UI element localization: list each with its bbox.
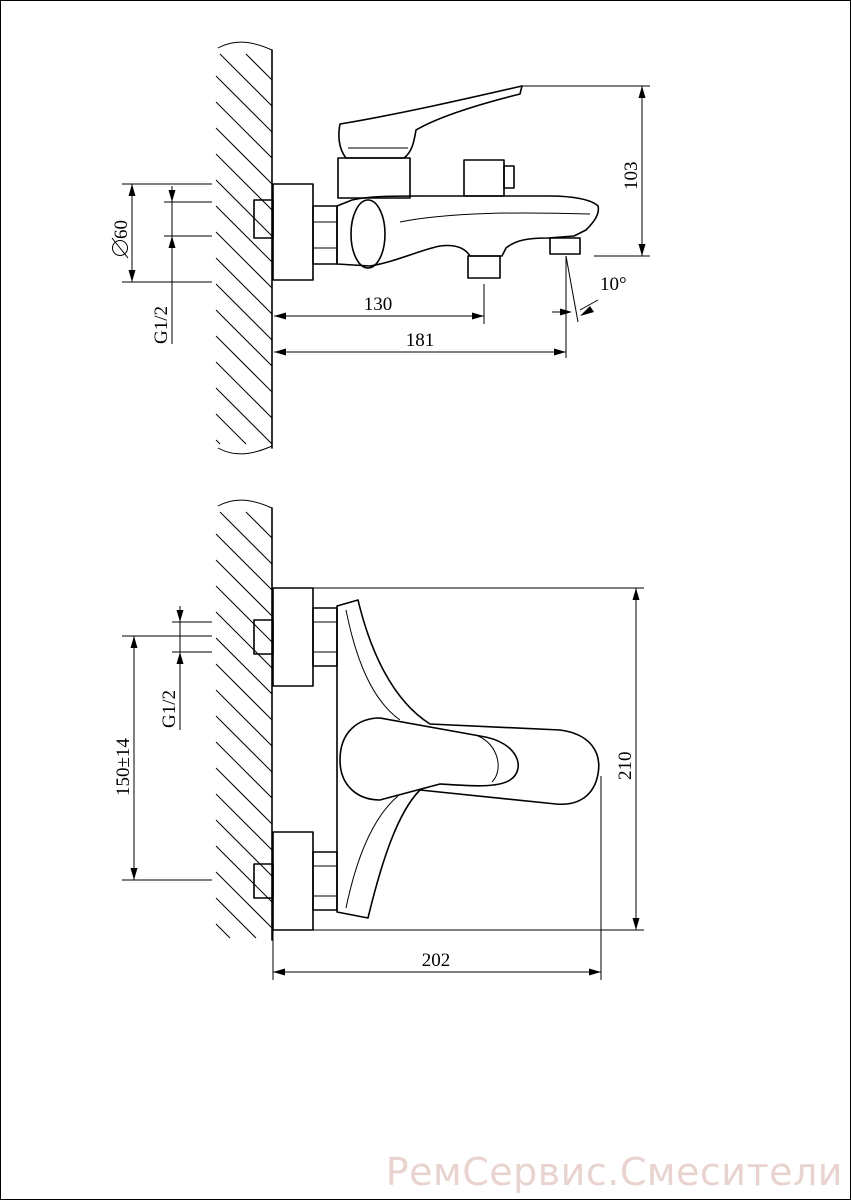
dim-diameter-label: 60 — [111, 220, 132, 239]
side-view-pipe-stub — [253, 199, 274, 239]
dim-length-long: 181 — [274, 256, 567, 358]
hatch-line — [219, 511, 273, 565]
hatch-line — [215, 361, 273, 419]
side-view-shower-outlet — [467, 255, 501, 279]
hatch-line — [219, 53, 273, 107]
hatch-line — [215, 845, 273, 903]
hatch-line — [215, 127, 273, 185]
hatch-line — [215, 611, 273, 669]
side-view-swoop — [399, 212, 591, 223]
dim-thread-side-label: G1/2 — [151, 306, 172, 344]
dim-width: 202 — [272, 776, 602, 980]
side-view-spout-aerator — [549, 237, 581, 255]
hatch-line — [215, 309, 273, 367]
dim-thread-front: G1/2 — [159, 606, 212, 730]
hatch-line — [215, 387, 273, 445]
side-view-handle — [338, 85, 523, 159]
hatch-line — [215, 257, 273, 315]
side-view-wall-flange — [272, 183, 314, 281]
hatch-line — [215, 101, 273, 159]
dim-thread-front-label: G1/2 — [159, 690, 180, 728]
hatch-line — [245, 511, 273, 539]
dim-height-side: 103 — [522, 85, 650, 257]
hatch-line — [215, 153, 273, 211]
hatch-line — [215, 767, 273, 825]
dim-width-label: 202 — [422, 950, 451, 971]
side-view-wall — [215, 41, 273, 455]
hatch-line — [215, 585, 273, 643]
diameter-icon — [111, 237, 129, 259]
dim-thread-side: G1/2 — [151, 186, 212, 344]
hatch-line — [215, 231, 273, 289]
front-view-lower-connector — [253, 831, 338, 931]
hatch-line — [215, 439, 221, 445]
hatch-line — [215, 559, 273, 617]
dim-spacing: 150±14 — [113, 635, 212, 881]
hatch-line — [215, 637, 273, 695]
hatch-line — [215, 75, 273, 133]
front-view-handle-cap — [339, 717, 519, 801]
hatch-line — [215, 741, 273, 799]
hatch-line — [215, 715, 273, 773]
side-view: 60 G1/2 130 18 — [111, 41, 650, 455]
front-view: G1/2 150±14 210 202 — [113, 499, 644, 980]
hatch-line — [215, 923, 231, 939]
hatch-line — [215, 819, 273, 877]
hatch-line — [215, 533, 273, 591]
dim-angle: 10° — [552, 255, 627, 323]
dim-spacing-label: 150±14 — [113, 738, 134, 796]
dim-height-front-label: 210 — [615, 752, 636, 781]
hatch-line — [215, 793, 273, 851]
side-view-body-oval — [350, 199, 386, 269]
side-view-cartridge — [337, 157, 411, 199]
front-view-body — [336, 599, 600, 919]
hatch-line — [215, 413, 247, 445]
hatch-line — [215, 689, 273, 747]
hatch-line — [215, 283, 273, 341]
hatch-line — [245, 53, 273, 81]
hatch-line — [215, 871, 273, 929]
hatch-line — [215, 335, 273, 393]
side-view-hex-nut — [312, 205, 338, 265]
dim-height-front: 210 — [274, 587, 644, 931]
dim-length-short: 130 — [274, 284, 485, 324]
side-view-diverter-knob — [463, 159, 515, 197]
dim-length-short-label: 130 — [364, 294, 393, 315]
hatch-line — [215, 205, 273, 263]
dim-height-side-label: 103 — [621, 162, 642, 191]
watermark: РемСервис.Смесители — [385, 1150, 843, 1194]
front-view-wall — [215, 499, 273, 941]
hatch-line — [215, 897, 257, 939]
side-view-body — [336, 195, 600, 267]
dim-angle-label: 10° — [600, 274, 627, 295]
hatch-line — [215, 179, 273, 237]
front-view-wall-hatch — [215, 511, 273, 939]
hatch-line — [215, 663, 273, 721]
dim-diameter: 60 — [111, 183, 212, 283]
dim-length-long-label: 181 — [406, 330, 435, 351]
side-view-wall-hatch — [215, 53, 273, 445]
